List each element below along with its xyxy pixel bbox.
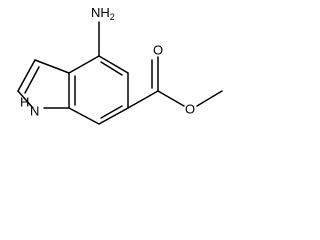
amine-label: NH2 — [91, 5, 115, 22]
bond-c4-c5 — [98, 55, 129, 74]
bond-ester-o-methyl — [196, 90, 223, 107]
carbonyl-oxygen-label: O — [153, 42, 163, 57]
indole-heteroatom-label: N — [30, 103, 39, 118]
bond-c6-c7 — [98, 107, 129, 125]
bond-c3a-c3 — [34, 59, 70, 74]
double-bond-inner-c6-c7 — [100, 105, 123, 119]
benzene-ring — [68, 55, 129, 125]
pyrrole-ring — [17, 59, 70, 109]
amine-label-subscript: 2 — [110, 12, 115, 22]
bond-c6-c-carbonyl — [127, 90, 159, 109]
double-bond-inner-c4-c5 — [100, 61, 123, 76]
bond-c3-c2 — [17, 59, 36, 92]
bond-c7-c7a — [68, 107, 100, 125]
bond-c3a-c4 — [68, 55, 100, 74]
indole-nh-group: N H — [20, 94, 39, 118]
background — [0, 0, 242, 178]
molecule-canvas: NH2 N H O O — [0, 0, 242, 178]
bond-c-carbonyl-ester-o — [157, 90, 185, 107]
amine-substituent: NH2 — [91, 5, 115, 57]
double-bond-inner-c3-c2 — [24, 66, 40, 94]
indole-nh-label: H — [20, 94, 29, 109]
ester-group: O O — [127, 42, 223, 116]
molecule-structure: NH2 N H O O — [0, 0, 242, 178]
bond-c2-n1 — [17, 90, 34, 109]
amine-label-main: NH — [91, 5, 110, 20]
ester-oxygen-label: O — [185, 101, 195, 116]
